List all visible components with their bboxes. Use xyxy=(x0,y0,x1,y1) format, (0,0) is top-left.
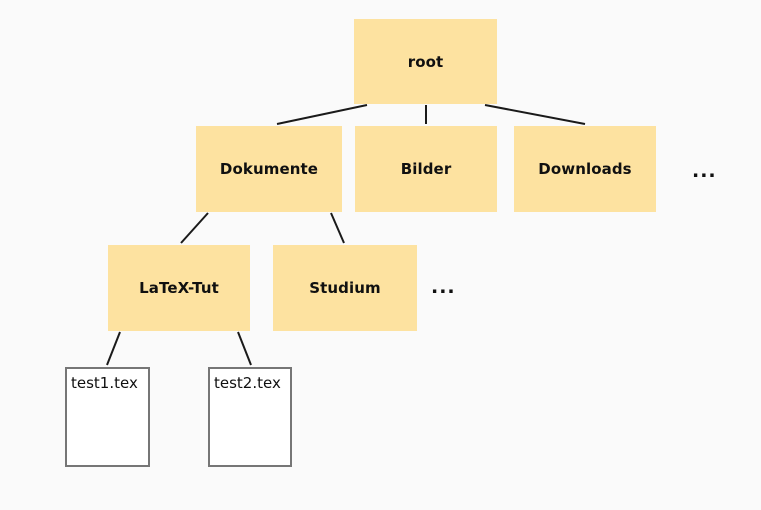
ellipsis-level2: ... xyxy=(692,160,717,182)
edge-latex-tut-to-test2 xyxy=(237,331,252,366)
file-node-test2[interactable]: test2.tex xyxy=(208,367,292,467)
folder-node-dokumente[interactable]: Dokumente xyxy=(196,126,342,212)
file-node-test1[interactable]: test1.tex xyxy=(65,367,150,467)
folder-node-studium[interactable]: Studium xyxy=(273,245,417,331)
node-label-latex-tut: LaTeX-Tut xyxy=(139,279,219,297)
node-label-studium: Studium xyxy=(309,279,381,297)
node-label-bilder: Bilder xyxy=(400,160,452,178)
node-label-dokumente: Dokumente xyxy=(219,160,319,178)
ellipsis-level3: ... xyxy=(431,276,456,298)
folder-node-root[interactable]: root xyxy=(354,19,497,104)
node-label-test2: test2.tex xyxy=(214,374,281,392)
node-label-test1: test1.tex xyxy=(71,374,138,392)
folder-node-downloads[interactable]: Downloads xyxy=(514,126,656,212)
folder-node-bilder[interactable]: Bilder xyxy=(355,126,497,212)
edge-latex-tut-to-test1 xyxy=(106,331,121,366)
edge-root-to-downloads xyxy=(484,104,586,125)
node-label-downloads: Downloads xyxy=(538,160,632,178)
node-label-root: root xyxy=(407,52,444,71)
edge-dokumente-to-studium xyxy=(330,212,345,244)
edge-root-to-dokumente xyxy=(276,104,368,125)
edge-dokumente-to-latex-tut xyxy=(180,212,209,244)
folder-node-latex-tut[interactable]: LaTeX-Tut xyxy=(108,245,250,331)
